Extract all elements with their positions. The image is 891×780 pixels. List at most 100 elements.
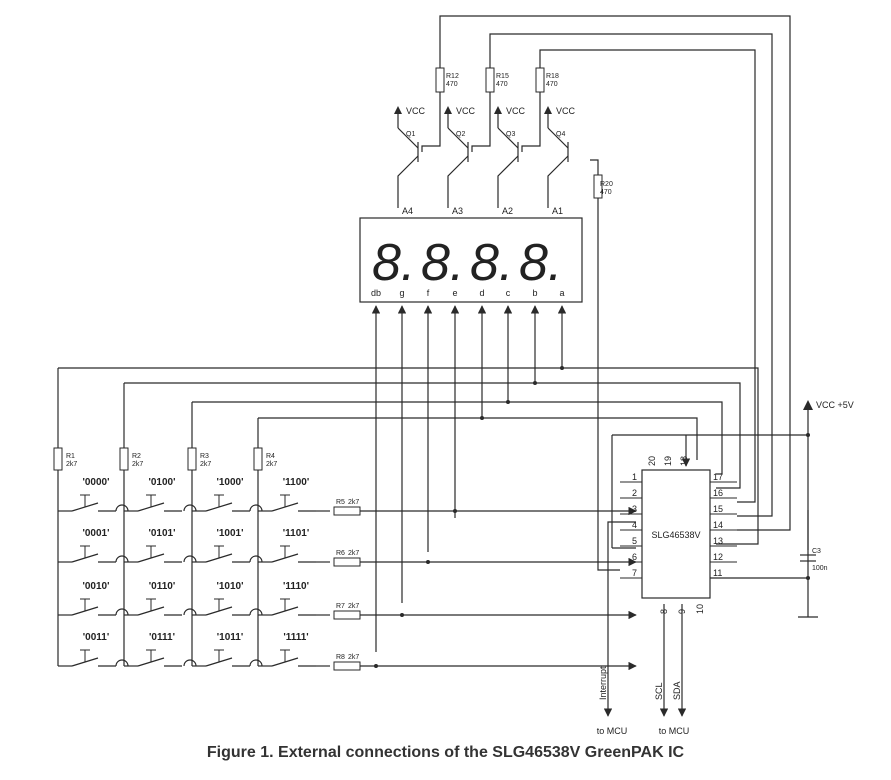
key-switch[interactable]: '0000'	[58, 477, 116, 512]
key-switch[interactable]: '0111'	[124, 632, 182, 667]
resistor-value: 2k7	[348, 603, 359, 610]
ic-pin-7: 7	[632, 568, 637, 578]
key-switch[interactable]: '0010'	[58, 581, 116, 616]
resistor-name: R6	[336, 550, 345, 557]
ic-pin-3: 3	[632, 504, 637, 514]
vcc-label: VCC	[406, 106, 426, 116]
key-label: '1010'	[216, 581, 243, 592]
figure-caption: Figure 1. External connections of the SL…	[206, 744, 685, 761]
resistor-name: R1	[66, 453, 75, 460]
key-label: '0011'	[83, 632, 109, 643]
key-switch[interactable]: '1111'	[258, 632, 316, 667]
ic-pin-20: 20	[647, 456, 657, 466]
scl-label: SCL	[654, 682, 664, 700]
display-pin-a: a	[559, 288, 564, 298]
key-switch[interactable]: '1010'	[192, 581, 250, 616]
resistor-name: R3	[200, 453, 209, 460]
cap-name: C3	[812, 548, 821, 555]
transistor-drivers: R12470VCCQ1A4R15470VCCQ2A3R18470VCCQ3A2R…	[394, 67, 613, 216]
key-switch[interactable]: '1100'	[258, 477, 316, 512]
resistor-value: 470	[446, 81, 458, 88]
key-label: '0000'	[82, 477, 109, 488]
key-switch[interactable]: '1011'	[192, 632, 250, 667]
resistor-value: 2k7	[348, 499, 359, 506]
cap-value: 100n	[812, 565, 828, 572]
resistor-value: 470	[546, 81, 558, 88]
power-supply: VCC +5V C3 100n	[611, 400, 854, 618]
digit-2: 8.	[421, 234, 464, 292]
key-label: '1001'	[216, 528, 243, 539]
digit-label: A1	[552, 206, 563, 216]
display-drive-wires	[439, 15, 791, 571]
digit-label: A3	[452, 206, 463, 216]
resistor-r12	[435, 67, 445, 93]
key-label: '1000'	[216, 477, 243, 488]
resistor-r18	[535, 67, 545, 93]
key-label: '0100'	[148, 477, 175, 488]
key-switch[interactable]: '1001'	[192, 528, 250, 563]
resistor-value: 2k7	[200, 461, 211, 468]
resistor-value: 2k7	[66, 461, 77, 468]
digit-1: 8.	[372, 234, 415, 292]
key-label: '0110'	[149, 581, 175, 592]
display-pin-e: e	[452, 288, 457, 298]
resistor-name: R4	[266, 453, 275, 460]
key-label: '1111'	[283, 632, 308, 643]
ic-pin-11: 11	[713, 568, 722, 578]
ic-pin-17: 17	[713, 472, 723, 482]
display-pin-d: d	[479, 288, 484, 298]
vcc-label: VCC	[556, 106, 576, 116]
ic-name: SLG46538V	[651, 530, 700, 540]
transistor-name: Q3	[506, 131, 515, 138]
key-switch[interactable]: '0100'	[124, 477, 182, 512]
vcc-label: VCC	[456, 106, 476, 116]
key-switch[interactable]: '1101'	[258, 528, 316, 563]
resistor-value: 2k7	[348, 550, 359, 557]
key-switch[interactable]: '1110'	[258, 581, 316, 616]
resistor-name: R7	[336, 603, 345, 610]
resistor-value: 2k7	[132, 461, 143, 468]
ic-pin-14: 14	[713, 520, 723, 530]
key-label: '0111'	[149, 632, 175, 643]
display-pin-db: db	[371, 288, 381, 298]
key-label: '0010'	[82, 581, 109, 592]
resistor-name: R18	[546, 73, 559, 80]
ic-pin-19: 19	[663, 456, 673, 466]
key-switch[interactable]: '0001'	[58, 528, 116, 563]
digit-4: 8.	[519, 234, 562, 292]
vcc-label: VCC +5V	[816, 400, 854, 410]
key-switch[interactable]: '0011'	[58, 632, 116, 667]
key-label: '1011'	[217, 632, 243, 643]
ic-pin-12: 12	[713, 552, 723, 562]
display-pin-g: g	[399, 288, 404, 298]
ic-pin-15: 15	[713, 504, 723, 514]
ic-pin-6: 6	[632, 552, 637, 562]
digit-label: A4	[402, 206, 413, 216]
sda-label: SDA	[672, 681, 682, 700]
resistor-r15	[485, 67, 495, 93]
key-label: '0001'	[82, 528, 109, 539]
display-pin-b: b	[532, 288, 537, 298]
ic-pin-10: 10	[695, 604, 705, 614]
ic-pin-18: 18	[679, 456, 689, 466]
mcu-connections: Interrupt SCL SDA to MCU to MCU	[597, 521, 689, 736]
key-switch[interactable]: '0110'	[124, 581, 182, 616]
key-switch[interactable]: '0101'	[124, 528, 182, 563]
resistor-name: R8	[336, 654, 345, 661]
key-switch[interactable]: '1000'	[192, 477, 250, 512]
key-label: '1110'	[283, 581, 309, 592]
ic-pin-1: 1	[632, 472, 637, 482]
